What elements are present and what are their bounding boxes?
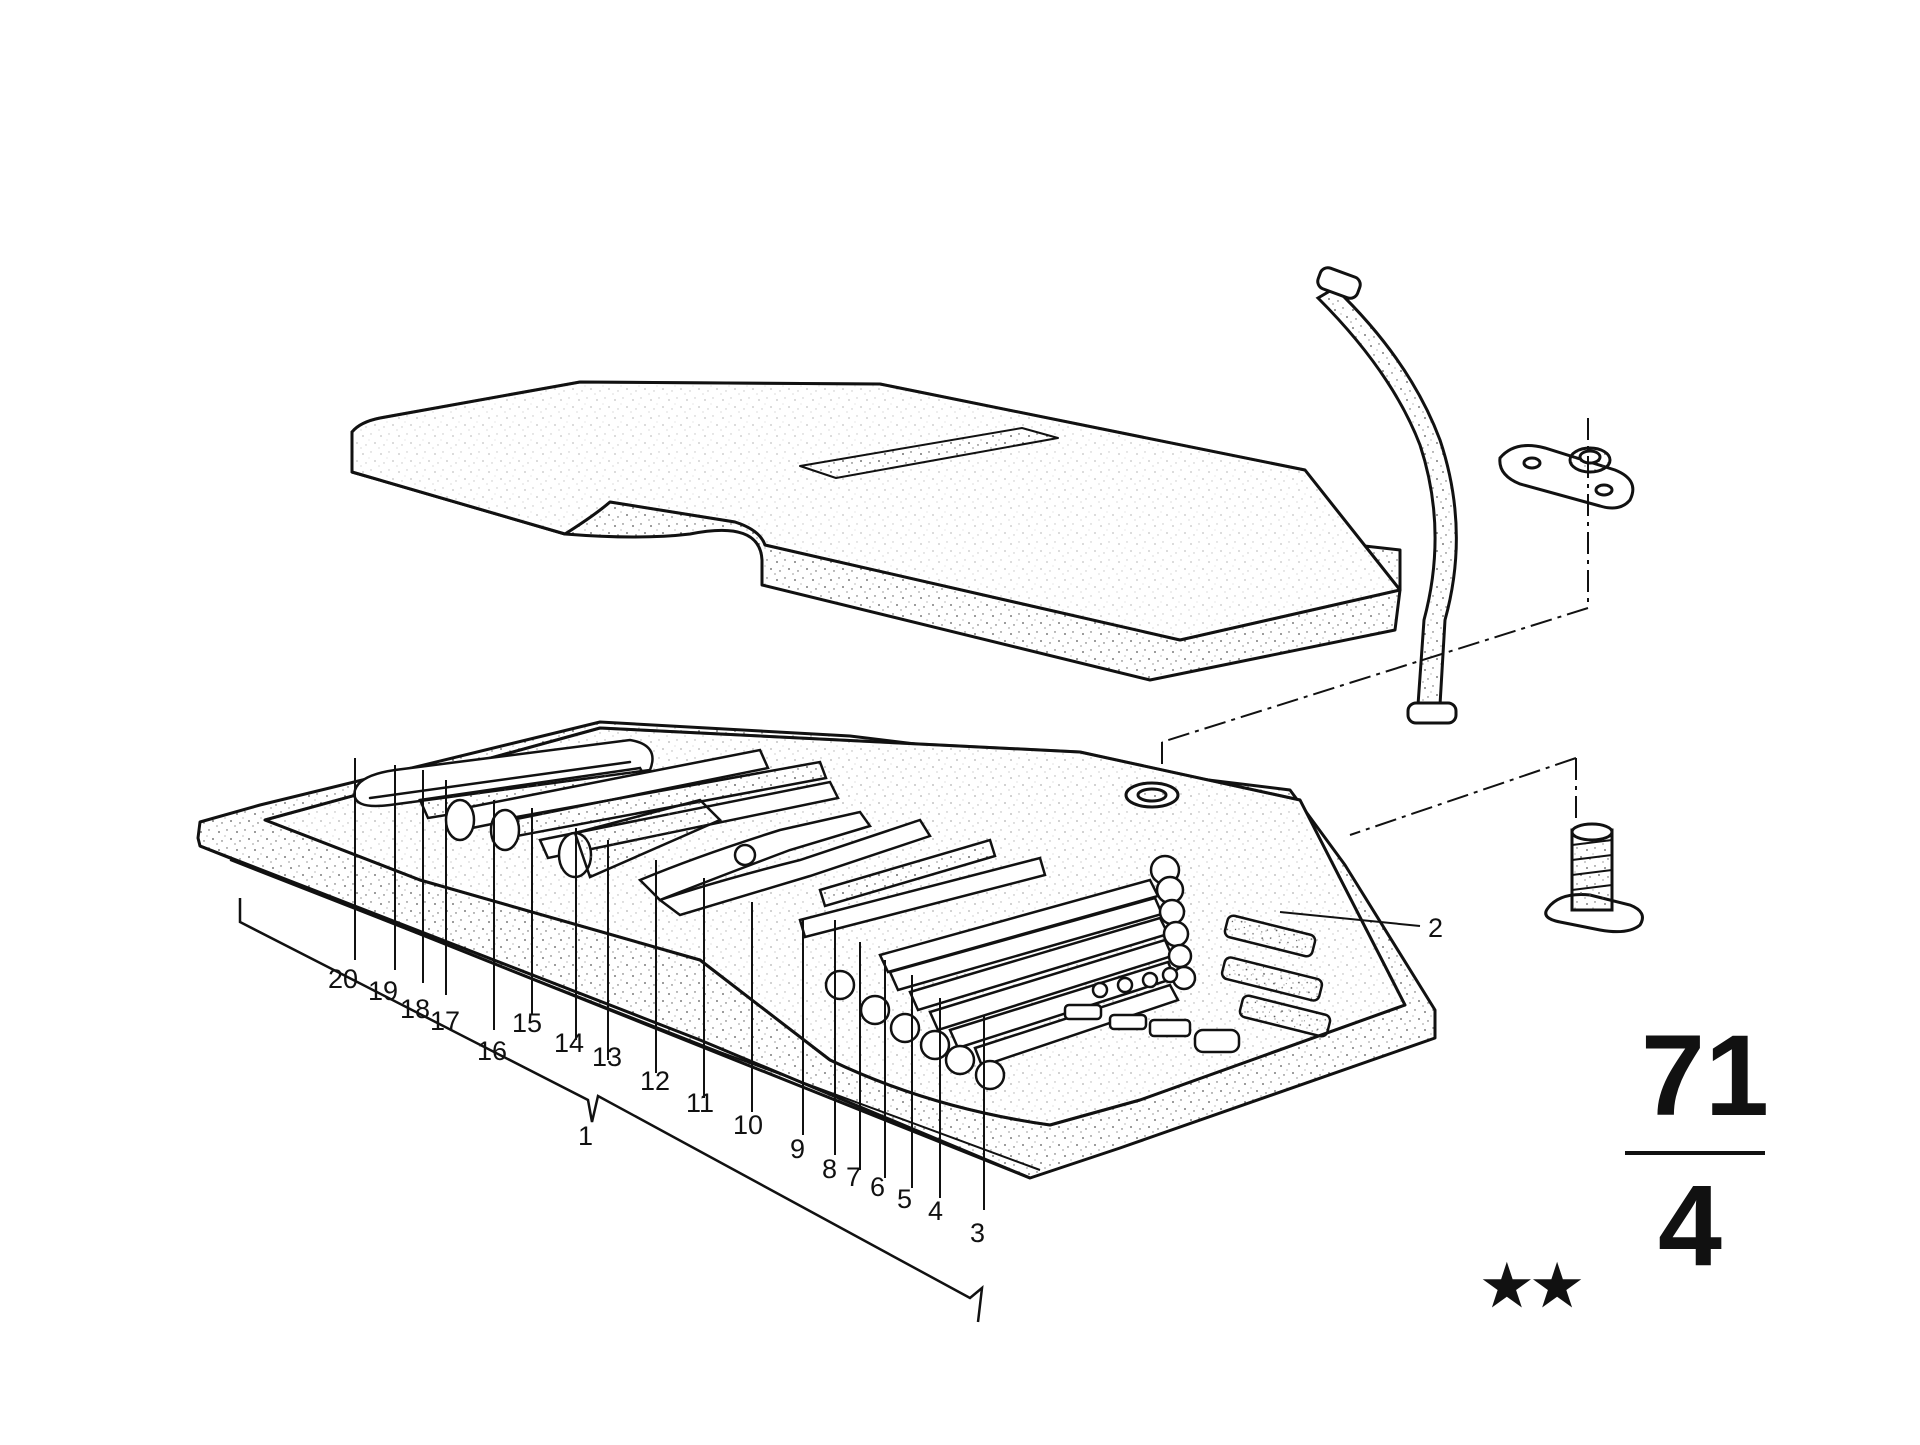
callout-11: 11 [686, 1088, 714, 1118]
retaining-strap [1315, 266, 1458, 725]
section-group: 71 [1641, 1012, 1769, 1140]
callout-10: 10 [733, 1110, 763, 1140]
section-number: 71 4 ★★ [1482, 1012, 1769, 1317]
marker-stars: ★★ [1482, 1254, 1582, 1317]
callout-3: 3 [970, 1218, 985, 1248]
callout-7: 7 [846, 1162, 861, 1192]
mounting-bracket [1498, 444, 1635, 510]
callout-labels: 1 2 3 4 5 6 7 8 9 10 11 12 13 14 15 16 1… [328, 913, 1443, 1248]
tools-set [353, 738, 1332, 1091]
callout-2: 2 [1428, 913, 1443, 943]
callout-16: 16 [477, 1036, 507, 1066]
callout-1: 1 [578, 1121, 593, 1151]
callout-8: 8 [822, 1154, 837, 1184]
callout-14: 14 [554, 1028, 584, 1058]
callout-6: 6 [870, 1172, 885, 1202]
foam-insert-cover [350, 380, 1402, 682]
callout-9: 9 [790, 1134, 805, 1164]
callout-20: 20 [328, 964, 358, 994]
callout-19: 19 [368, 976, 398, 1006]
callout-18: 18 [400, 994, 430, 1024]
callout-15: 15 [512, 1008, 542, 1038]
section-page: 4 [1658, 1162, 1722, 1290]
callout-4: 4 [928, 1196, 943, 1226]
callout-13: 13 [592, 1042, 622, 1072]
callout-5: 5 [897, 1184, 912, 1214]
callout-17: 17 [430, 1006, 460, 1036]
callout-12: 12 [640, 1066, 670, 1096]
wing-screw [1544, 822, 1644, 934]
leader-lines [238, 758, 1421, 1323]
